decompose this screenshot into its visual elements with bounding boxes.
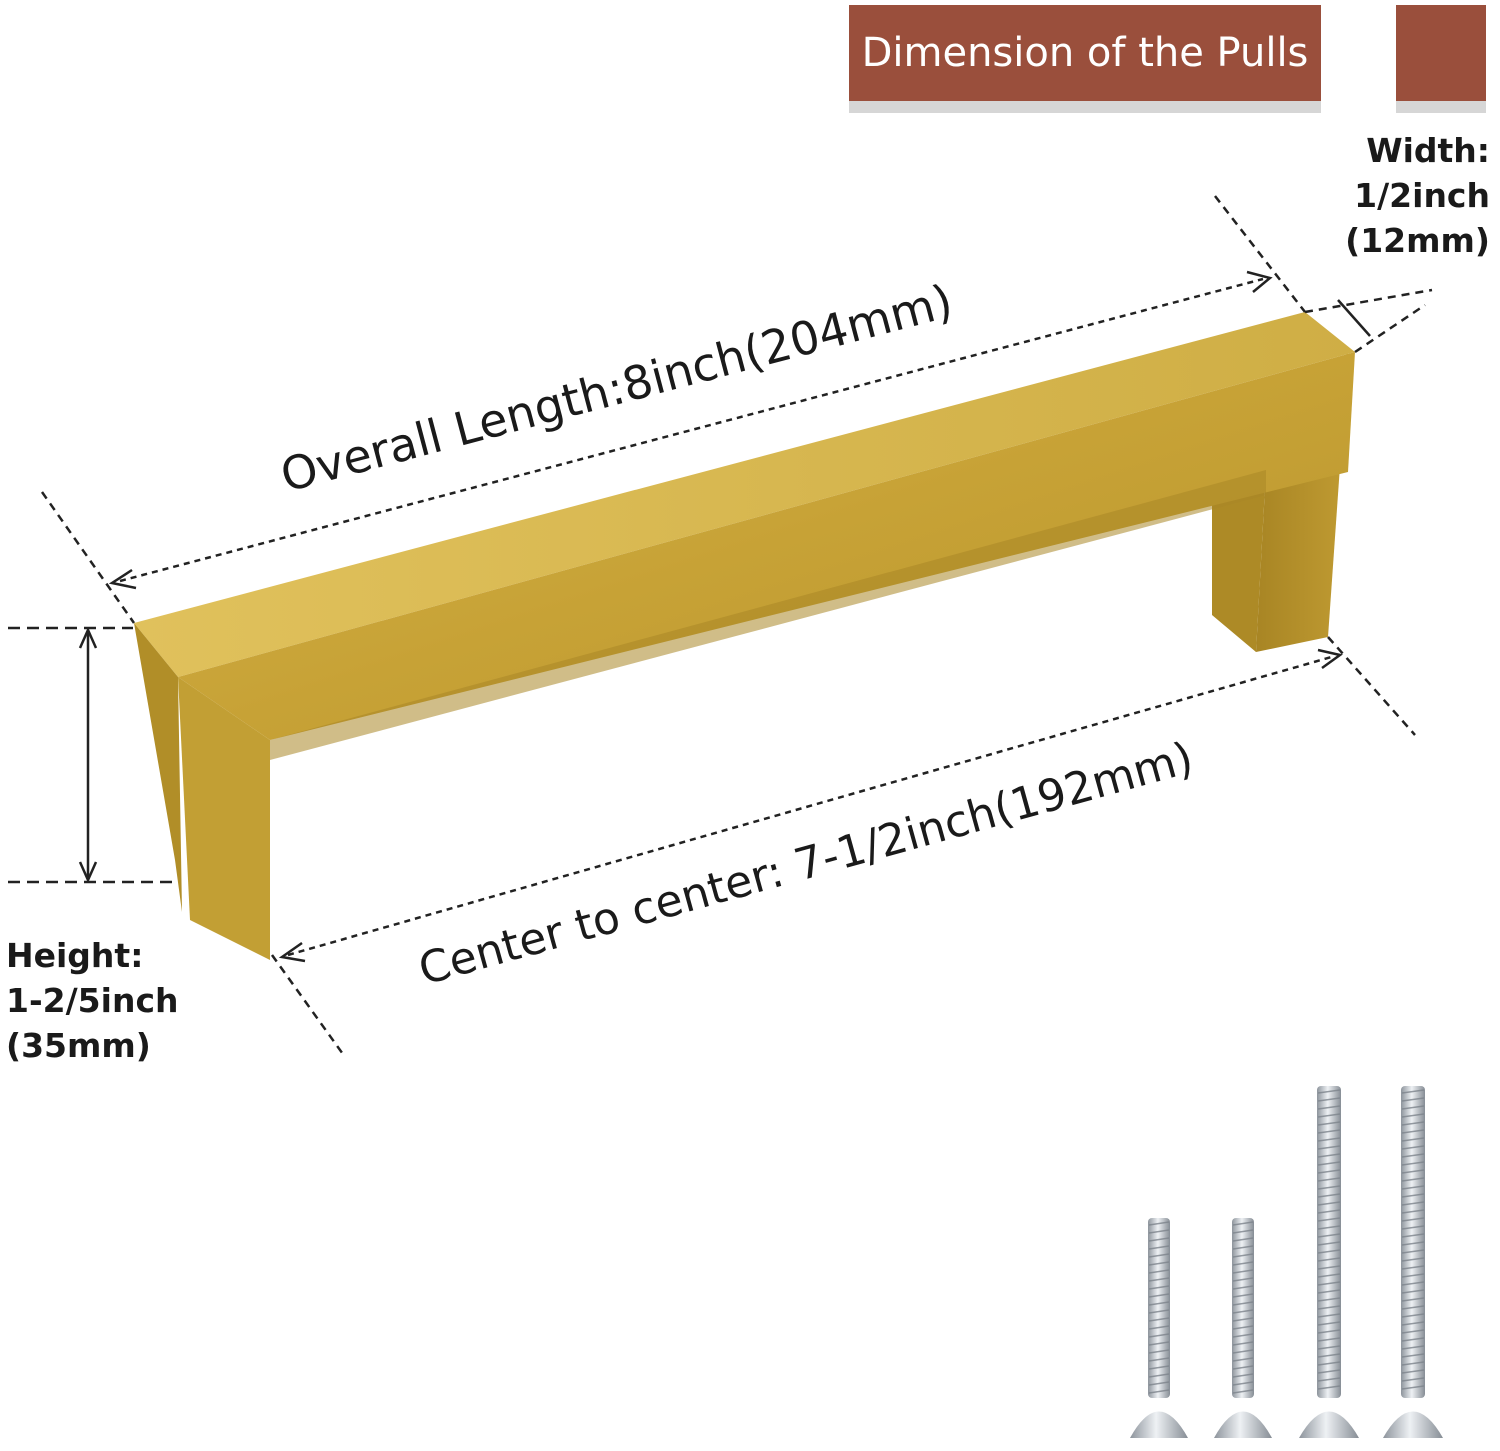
arrow-down-icon (78, 861, 98, 884)
width-line (1337, 299, 1371, 337)
arrow-left-icon (108, 568, 137, 590)
center-to-center-line (287, 654, 1336, 957)
width-mm: (12mm) (1345, 221, 1490, 260)
arrow-left-icon (278, 941, 306, 963)
mounting-screws-icon (1130, 1086, 1443, 1438)
center-to-center-dimension (270, 636, 1416, 1058)
overall-length-extension-right (1214, 195, 1306, 313)
arrow-up-icon (78, 626, 98, 649)
arrow-right-icon (1246, 270, 1273, 293)
overall-length-extension-left (40, 491, 136, 624)
arrow-right-icon (1317, 648, 1343, 670)
width-inch: 1/2inch (1354, 176, 1490, 215)
height-note: Height: 1-2/5inch (35mm) (6, 933, 179, 1068)
center-extension-right (1327, 636, 1416, 736)
height-dimension (8, 626, 178, 884)
color-swatch (1396, 5, 1486, 101)
overall-length-dimension (40, 195, 1306, 624)
width-title: Width: (1366, 131, 1490, 170)
height-inch: 1-2/5inch (6, 981, 179, 1020)
height-title: Height: (6, 936, 144, 975)
center-extension-left (270, 954, 347, 1058)
width-dimension (1304, 288, 1433, 354)
width-note: Width: 1/2inch (12mm) (1345, 128, 1490, 263)
width-extension-bottom (1354, 303, 1426, 354)
center-to-center-label: Center to center: 7-1/2inch(192mm) (413, 732, 1198, 995)
gold-cabinet-pull-icon (134, 312, 1355, 960)
width-extension-top (1304, 288, 1433, 314)
dimension-banner: Dimension of the Pulls (849, 5, 1321, 101)
height-mm: (35mm) (6, 1026, 151, 1065)
